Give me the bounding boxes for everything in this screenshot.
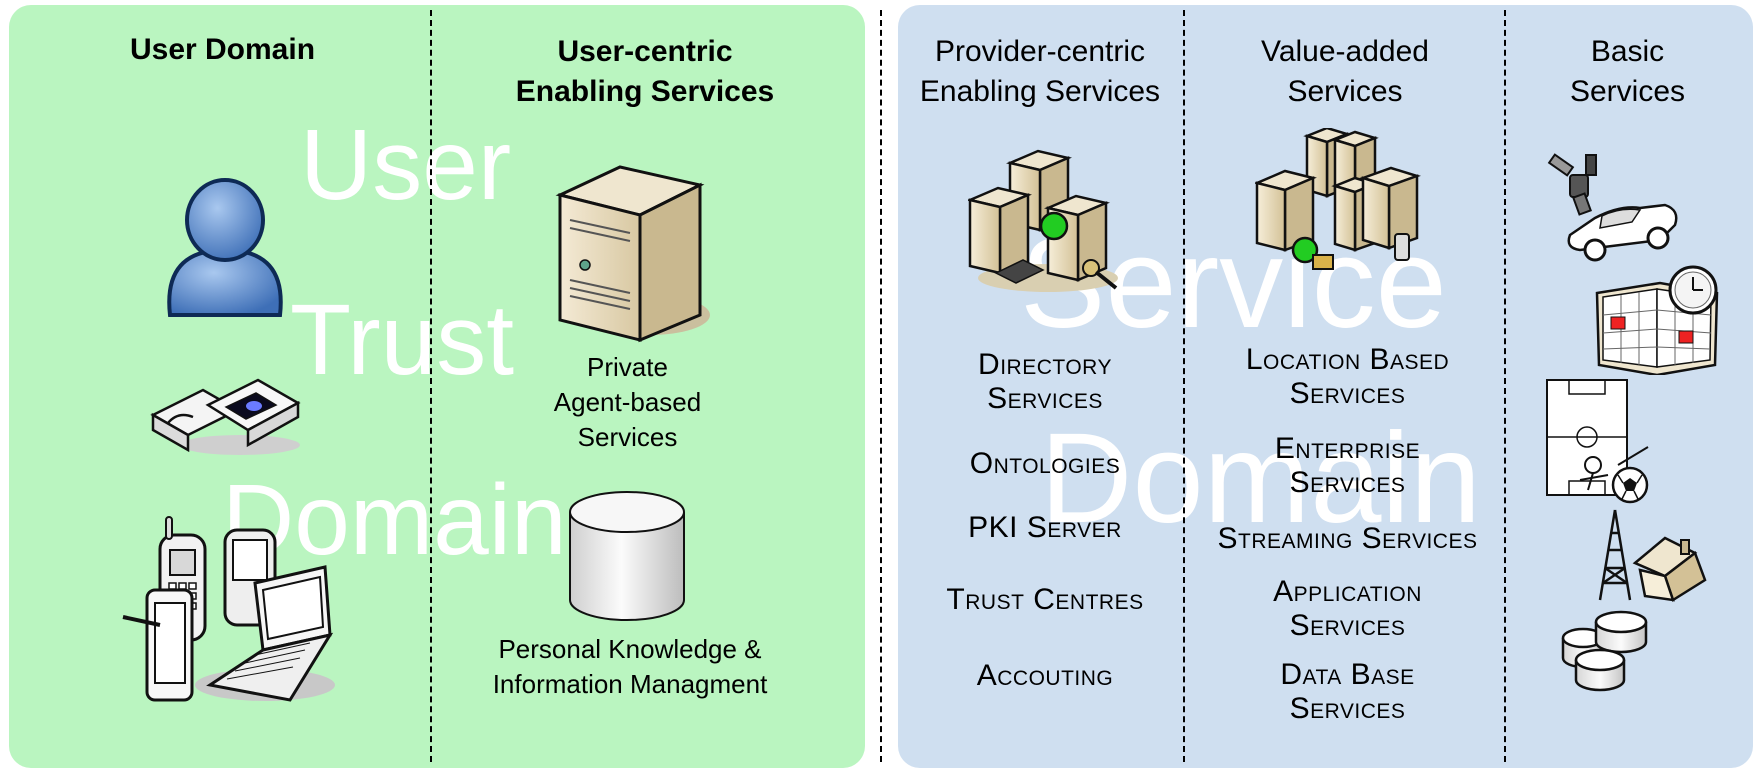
database-cylinder-icon — [569, 491, 685, 621]
private-agent-label: Private Agent-based Services — [553, 352, 702, 452]
user-domain-title: User Domain — [129, 33, 316, 66]
pki-server-item: PKI Server — [968, 511, 1122, 544]
divider-provider-value — [1183, 10, 1185, 762]
application-services-item: Application Services — [1273, 575, 1422, 642]
private-agent-server-icon — [555, 165, 710, 343]
smartcard-reader-icon — [150, 378, 301, 455]
trust-centres-item: Trust Centres — [946, 583, 1144, 616]
database-disks-icon — [1561, 610, 1648, 692]
enterprise-services-item: Enterprise Services — [1274, 432, 1421, 499]
streaming-services-item: Streaming Services — [1217, 522, 1478, 555]
mobile-devices-icon — [122, 516, 335, 702]
directory-services-item: Directory Services — [978, 348, 1112, 415]
divider-value-basic — [1504, 10, 1506, 762]
accounting-item: Accouting — [976, 659, 1114, 692]
soccer-ball-icon — [1579, 446, 1649, 504]
location-based-services-item: Location Based Services — [1245, 343, 1450, 410]
server-farm-icon — [1255, 128, 1421, 270]
satellite-car-icon — [1547, 153, 1678, 262]
database-services-item: Data Base Services — [1280, 658, 1415, 725]
soccer-field-icon — [1546, 379, 1628, 496]
value-added-title: Value-added Services — [1261, 35, 1429, 108]
user-centric-title: User-centric Enabling Services — [515, 35, 775, 108]
provider-centric-title: Provider-centric Enabling Services — [919, 35, 1161, 108]
radio-tower-house-icon — [1598, 509, 1707, 602]
server-cluster-key-icon — [968, 149, 1118, 292]
user-person-icon — [167, 178, 283, 317]
calendar-clock-icon — [1595, 265, 1719, 375]
personal-knowledge-label: Personal Knowledge & Information Managme… — [492, 634, 768, 699]
divider-user-columns — [430, 10, 432, 762]
basic-services-title: Basic Services — [1569, 35, 1686, 108]
ontologies-item: Ontologies — [969, 447, 1121, 480]
divider-domains — [880, 10, 882, 762]
